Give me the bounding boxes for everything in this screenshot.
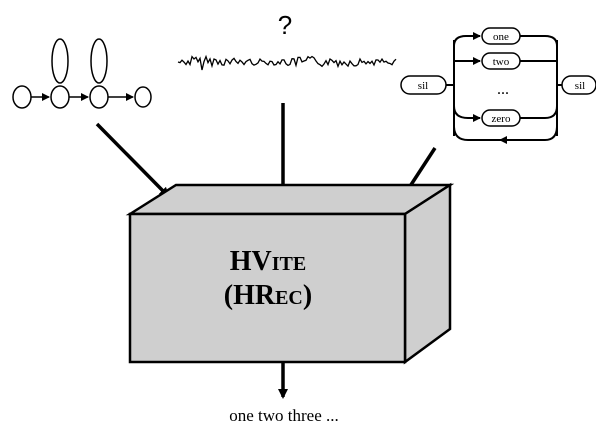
word-network-icon — [446, 32, 562, 144]
sil-right-node: sil — [561, 75, 596, 95]
word-node-one: one — [481, 27, 521, 45]
hvite-title: HVITE — [230, 246, 306, 277]
output-text: one two three ... — [229, 406, 339, 425]
word-label-one: one — [493, 31, 509, 43]
sil-left-node: sil — [400, 75, 447, 95]
hvite-box — [125, 182, 455, 365]
hmm-network-icon — [12, 38, 152, 109]
word-label-zero: zero — [492, 113, 511, 125]
word-ellipsis: ... — [497, 81, 509, 98]
sil-left-label: sil — [418, 80, 428, 92]
word-node-two: two — [481, 52, 521, 70]
sil-right-label: sil — [575, 80, 585, 92]
word-node-zero: zero — [481, 109, 521, 127]
word-label-two: two — [493, 56, 510, 68]
hrec-subtitle: (HREC) — [224, 280, 312, 311]
question-mark: ? — [278, 10, 292, 40]
hmm-input-arrow — [95, 122, 170, 198]
speech-waveform-icon — [177, 54, 397, 71]
